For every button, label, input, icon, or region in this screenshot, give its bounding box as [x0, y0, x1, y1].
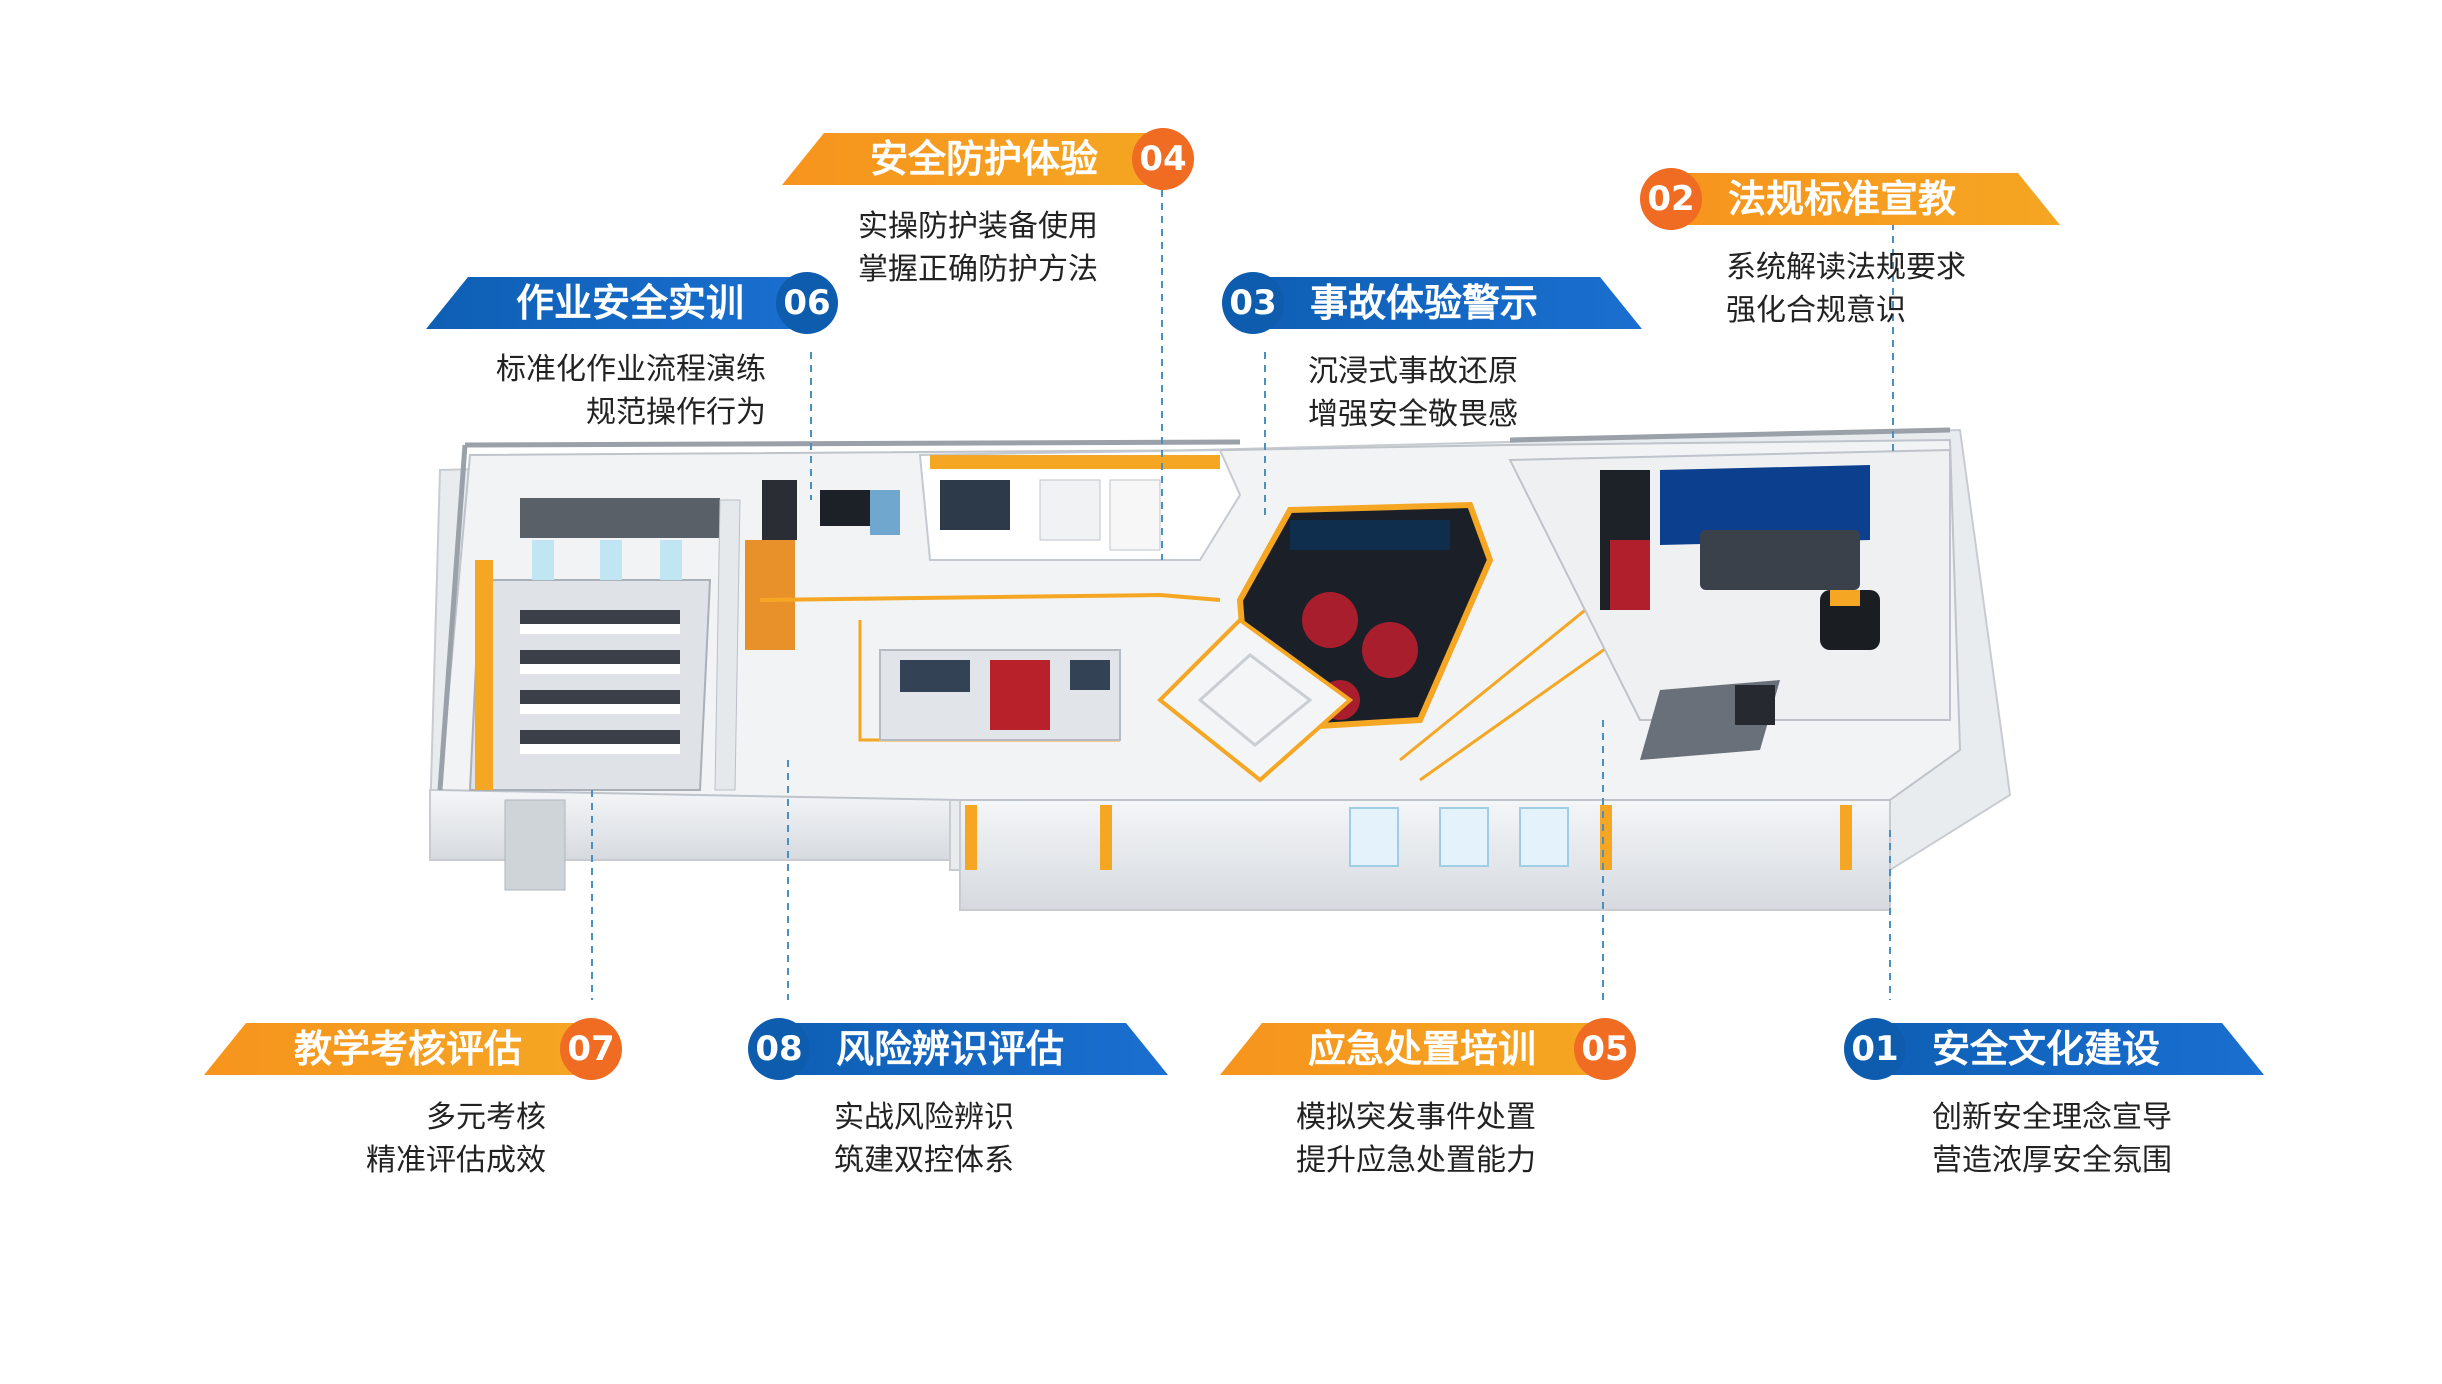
section-desc-01-line2: 营造浓厚安全氛围	[1932, 1143, 2172, 1178]
section-desc-02-line2: 强化合规意识	[1726, 293, 1906, 328]
section-desc-06-line1: 标准化作业流程演练	[496, 352, 766, 387]
section-desc-07-line1: 多元考核	[426, 1100, 546, 1135]
section-desc-06-line2: 规范操作行为	[586, 395, 766, 430]
section-desc-08-line2: 筑建双控体系	[834, 1143, 1014, 1178]
section-tag-01: 01 安全文化建设	[1844, 1018, 2264, 1080]
section-number-05: 05	[1574, 1018, 1636, 1080]
section-tag-05: 应急处置培训 05	[1220, 1018, 1640, 1080]
section-desc-01: 创新安全理念宣导 营造浓厚安全氛围	[1932, 1096, 2172, 1182]
section-title-05: 应急处置培训	[1308, 1027, 1537, 1071]
section-desc-04: 实操防护装备使用 掌握正确防护方法	[858, 205, 1098, 291]
section-tag-03: 03 事故体验警示	[1222, 272, 1642, 334]
section-tag-06: 作业安全实训 06	[426, 272, 846, 334]
section-title-01: 安全文化建设	[1932, 1027, 2161, 1071]
section-title-03: 事故体验警示	[1310, 281, 1539, 325]
section-tag-02: 02 法规标准宣教	[1640, 168, 2060, 230]
section-desc-06: 标准化作业流程演练 规范操作行为	[430, 348, 766, 434]
section-number-08: 08	[748, 1018, 810, 1080]
section-number-07: 07	[560, 1018, 622, 1080]
section-desc-03-line1: 沉浸式事故还原	[1308, 354, 1518, 389]
section-title-07: 教学考核评估	[294, 1027, 523, 1071]
section-number-03: 03	[1222, 272, 1284, 334]
section-tag-08: 08 风险辨识评估	[748, 1018, 1168, 1080]
section-desc-04-line2: 掌握正确防护方法	[858, 252, 1098, 287]
section-title-04: 安全防护体验	[870, 137, 1099, 181]
section-tag-07: 教学考核评估 07	[204, 1018, 624, 1080]
section-number-04: 04	[1132, 128, 1194, 190]
section-desc-01-line1: 创新安全理念宣导	[1932, 1100, 2172, 1135]
section-desc-02-line1: 系统解读法规要求	[1726, 250, 1966, 285]
section-title-02: 法规标准宣教	[1728, 177, 1957, 221]
section-desc-04-line1: 实操防护装备使用	[858, 209, 1098, 244]
section-number-01: 01	[1844, 1018, 1906, 1080]
section-desc-05-line2: 提升应急处置能力	[1296, 1143, 1536, 1178]
section-title-06: 作业安全实训	[516, 281, 745, 325]
section-desc-08-line1: 实战风险辨识	[834, 1100, 1014, 1135]
section-desc-05: 模拟突发事件处置 提升应急处置能力	[1296, 1096, 1536, 1182]
section-desc-07-line2: 精准评估成效	[366, 1143, 546, 1178]
section-desc-02: 系统解读法规要求 强化合规意识	[1726, 246, 1966, 332]
section-title-08: 风险辨识评估	[836, 1027, 1065, 1071]
section-number-02: 02	[1640, 168, 1702, 230]
section-tag-04: 安全防护体验 04	[782, 128, 1202, 190]
section-desc-03: 沉浸式事故还原 增强安全敬畏感	[1308, 350, 1518, 436]
section-desc-05-line1: 模拟突发事件处置	[1296, 1100, 1536, 1135]
section-desc-08: 实战风险辨识 筑建双控体系	[834, 1096, 1014, 1182]
section-desc-07: 多元考核 精准评估成效	[300, 1096, 546, 1182]
section-number-06: 06	[776, 272, 838, 334]
section-desc-03-line2: 增强安全敬畏感	[1308, 397, 1518, 432]
